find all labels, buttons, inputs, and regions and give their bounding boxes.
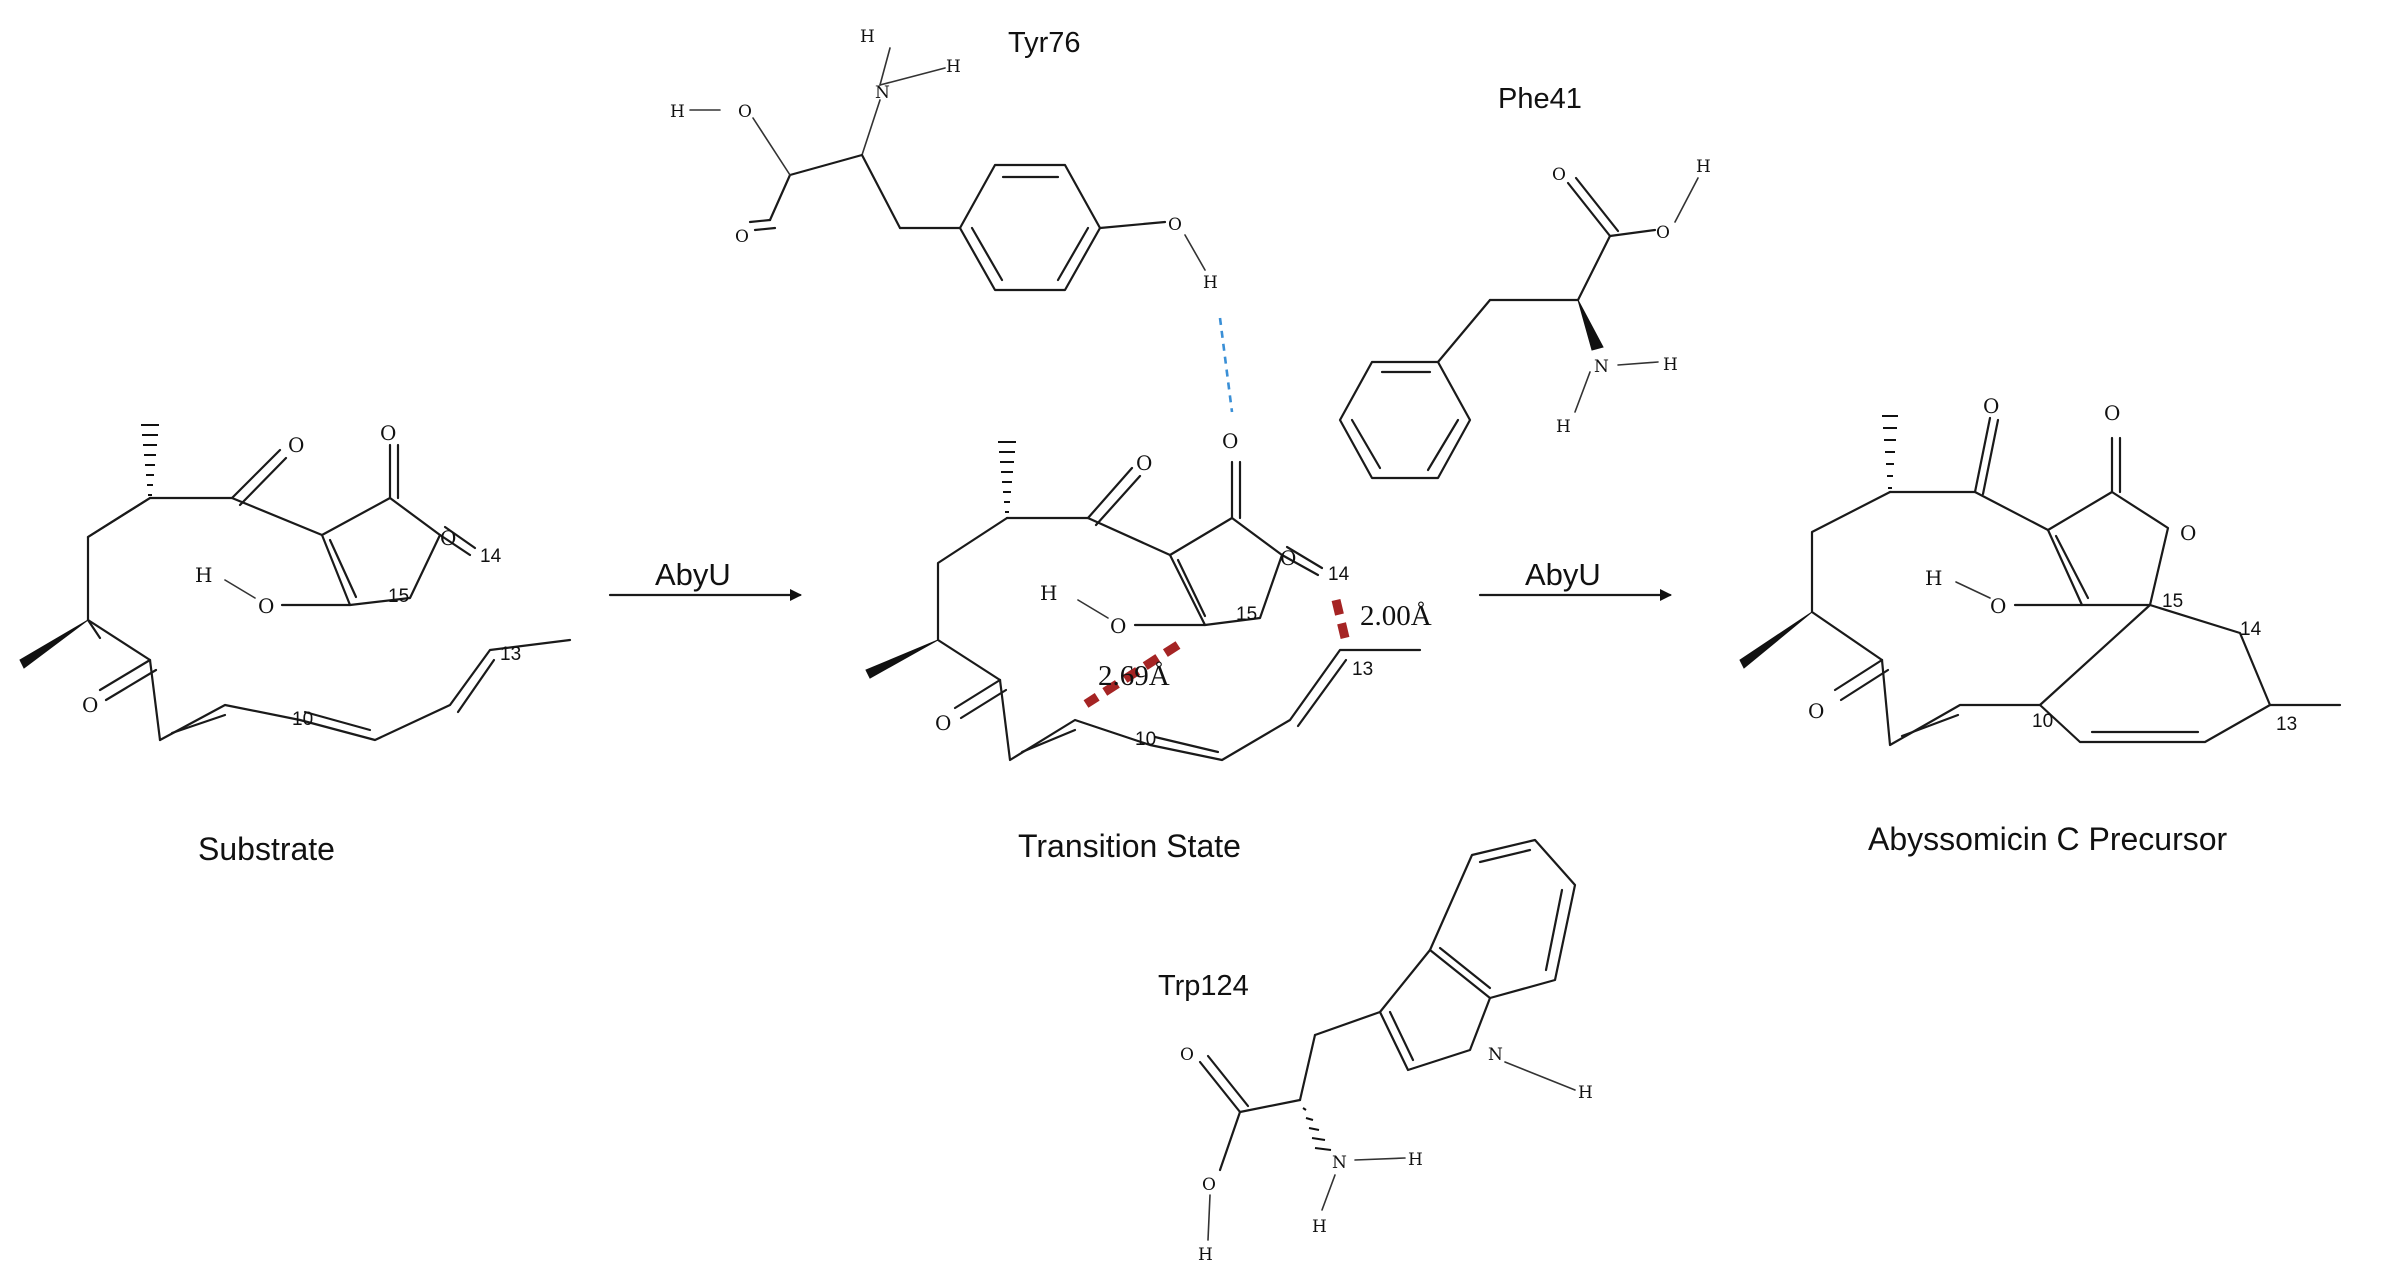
trp-o-carbonyl: O — [1180, 1045, 1194, 1065]
product-o-ketone: O — [1983, 394, 1999, 418]
product-c15-label: 15 — [2162, 591, 2183, 612]
phe-h-acid: H — [1696, 157, 1711, 177]
trp-h-acid: H — [1198, 1245, 1213, 1265]
substrate-o-ring: O — [440, 526, 456, 550]
tyr-h-acid: H — [670, 102, 685, 122]
product-bold-wedge — [1739, 611, 1813, 669]
hashed-wedge — [141, 424, 159, 496]
phe-n: N — [1594, 357, 1609, 377]
trp-n-indole: N — [1488, 1045, 1503, 1065]
arrow-1-label: AbyU — [655, 557, 731, 592]
phe41-residue — [1338, 176, 1699, 480]
ts-o-ring: O — [1280, 546, 1296, 570]
tyr-h-phenol: H — [1203, 273, 1218, 293]
product-hashed-wedge — [1882, 415, 1898, 489]
tyr-h-top: H — [860, 27, 875, 47]
tyr-o-carbonyl: O — [735, 227, 749, 247]
phe-bold-wedge — [1577, 299, 1604, 351]
ts-h-enol: H — [1040, 581, 1057, 605]
forming-bond-c10-c15 — [1083, 641, 1181, 708]
ts-o-ketone: O — [1136, 451, 1152, 475]
ts-hashed-wedge — [998, 441, 1016, 513]
ts-c15-label: 15 — [1236, 604, 1257, 625]
distance-label-2-69: 2.69Å — [1098, 660, 1170, 692]
trp-h-amine2: H — [1312, 1217, 1327, 1237]
trp-h-amine1: H — [1408, 1150, 1423, 1170]
tyr-o-phenol: O — [1168, 215, 1182, 235]
trp124-label: Trp124 — [1158, 970, 1249, 1002]
phe-o-carbonyl: O — [1552, 165, 1566, 185]
product-h-enol: H — [1925, 566, 1942, 590]
substrate-h-enol: H — [195, 563, 212, 587]
distance-label-2-00: 2.00Å — [1360, 600, 1432, 632]
product-o-ketone-bottom: O — [1808, 699, 1824, 723]
tyr76-hydrogen-bond — [1218, 317, 1234, 413]
phe41-label: Phe41 — [1498, 83, 1582, 115]
bold-wedge — [19, 619, 89, 669]
phe-h2: H — [1556, 417, 1571, 437]
tyr-o-acid: O — [738, 102, 752, 122]
product-caption: Abyssomicin C Precursor — [1868, 821, 2228, 857]
tyr76-label: Tyr76 — [1008, 27, 1081, 59]
ts-o-ketone-bottom: O — [935, 711, 951, 735]
substrate-c13-label: 13 — [500, 644, 521, 665]
substrate-molecule — [19, 424, 572, 742]
substrate-caption: Substrate — [198, 831, 335, 867]
substrate-c10-label: 10 — [292, 709, 313, 730]
ts-c13-label: 13 — [1352, 659, 1373, 680]
tyr-n: N — [875, 83, 890, 103]
tyr76-residue — [689, 47, 1234, 413]
ts-bold-wedge — [865, 639, 939, 679]
product-molecule — [1739, 415, 2342, 747]
transition-state-caption: Transition State — [1018, 828, 1241, 864]
substrate-o-enol: O — [258, 594, 274, 618]
phe-h1: H — [1663, 355, 1678, 375]
substrate-o-ketone: O — [288, 433, 304, 457]
substrate-c14-label: 14 — [480, 546, 502, 567]
ts-o-enol: O — [1110, 614, 1126, 638]
transition-state-molecule — [865, 441, 1422, 762]
substrate-c15-label: 15 — [388, 586, 409, 607]
product-o-ring: O — [2180, 521, 2196, 545]
substrate-o-ketone-bottom: O — [82, 693, 98, 717]
ts-c10-label: 10 — [1135, 729, 1156, 750]
trp-hashed-wedge — [1302, 1107, 1332, 1151]
product-c13-label: 13 — [2276, 714, 2297, 735]
product-c10-label: 10 — [2032, 711, 2053, 732]
tyr-h-top2: H — [946, 57, 961, 77]
trp-o-acid: O — [1202, 1175, 1216, 1195]
substrate-o-lactone: O — [380, 421, 396, 445]
product-c14-label: 14 — [2240, 619, 2262, 640]
ts-c14-label: 14 — [1328, 564, 1350, 585]
trp-h-indole: H — [1578, 1083, 1593, 1103]
trp-n-amine: N — [1332, 1153, 1347, 1173]
arrow-2-label: AbyU — [1525, 557, 1601, 592]
product-o-enol: O — [1990, 594, 2006, 618]
phe-o-acid: O — [1656, 223, 1670, 243]
product-o-lactone: O — [2104, 401, 2120, 425]
forming-bond-c13-c14 — [1331, 598, 1351, 644]
trp124-residue — [1198, 838, 1577, 1241]
ts-o-lactone: O — [1222, 429, 1238, 453]
